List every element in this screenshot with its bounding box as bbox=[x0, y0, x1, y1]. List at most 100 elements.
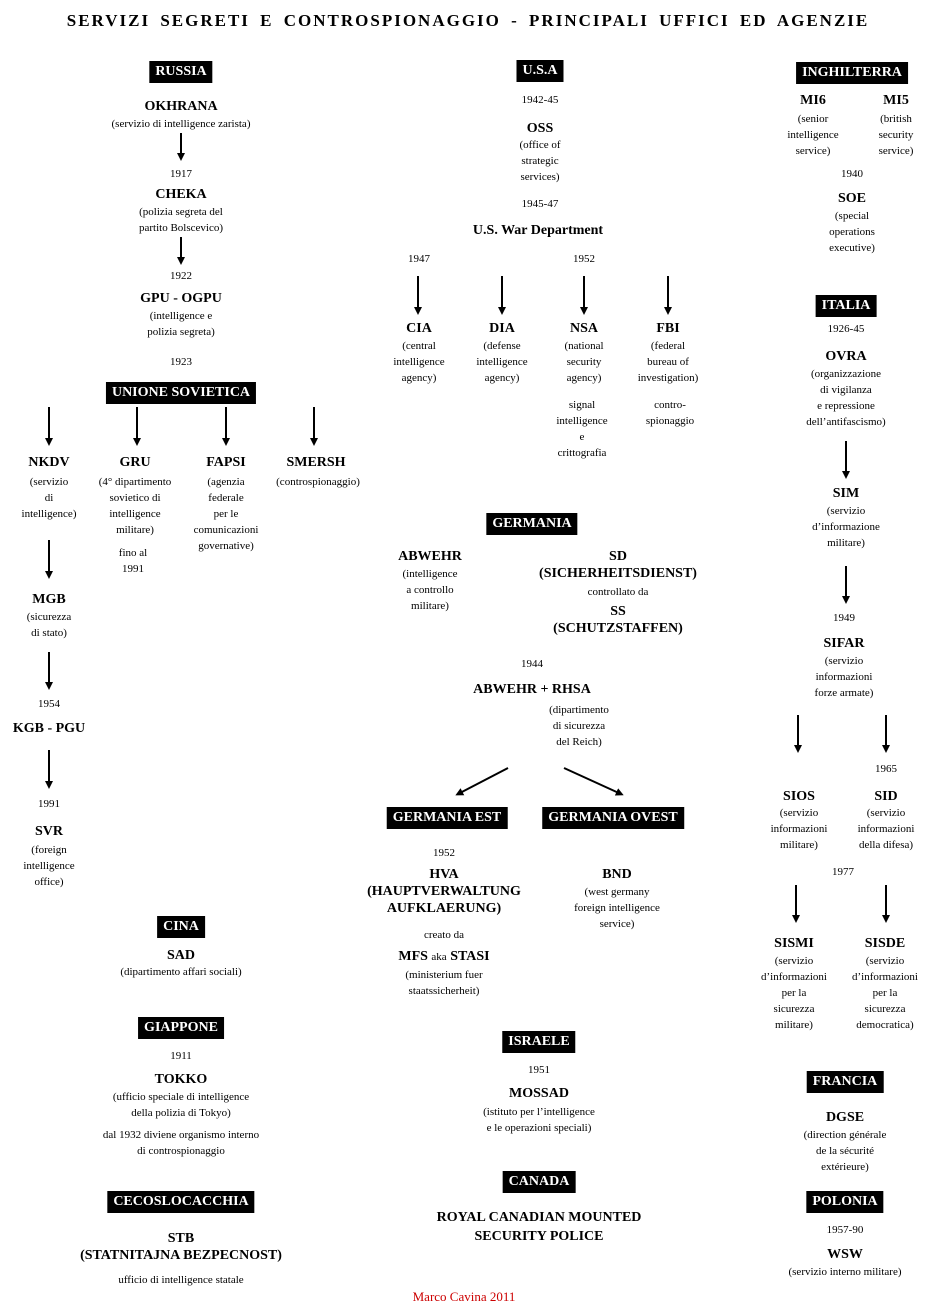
year-1917: 1917 bbox=[170, 168, 192, 180]
header-israele: ISRAELE bbox=[502, 1031, 576, 1053]
node-mfs-stasi: MFS aka STASI bbox=[398, 948, 489, 965]
desc-sifar: (servizio informazioni forze armate) bbox=[814, 655, 874, 699]
desc-cheka: (polizia segreta del partito Bolscevico) bbox=[138, 206, 224, 234]
desc-sad: (dipartimento affari sociali) bbox=[120, 966, 242, 978]
node-cheka: CHEKA bbox=[155, 187, 207, 202]
desc-gru: (4° dipartimento sovietico di intelligen… bbox=[98, 476, 172, 536]
year-1952-est: 1952 bbox=[433, 847, 455, 859]
node-mgb: MGB bbox=[32, 592, 66, 607]
year-1923: 1923 bbox=[170, 356, 192, 368]
desc-sid: (servizio informazioni della difesa) bbox=[857, 807, 915, 851]
year-1945: 1945-47 bbox=[521, 198, 559, 210]
year-1922: 1922 bbox=[170, 270, 192, 282]
desc-sisde: (servizio d’informazioni per la sicurezz… bbox=[852, 955, 918, 1031]
desc-okhrana: (servizio di intelligence zarista) bbox=[111, 118, 251, 130]
node-sismi: SISMI bbox=[774, 936, 814, 951]
header-russia: RUSSIA bbox=[149, 61, 213, 83]
desc-mossad: (istituto per l’intelligence e le operaz… bbox=[483, 1106, 595, 1134]
node-ss: SS (SCHUTZSTAFFEN) bbox=[553, 604, 683, 636]
node-nkdv: NKDV bbox=[28, 455, 70, 470]
node-tokko: TOKKO bbox=[154, 1072, 208, 1087]
desc-fapsi: (agenzia federale per le comunicazioni g… bbox=[193, 476, 259, 552]
desc-smersh: (controspionaggio) bbox=[276, 476, 360, 488]
year-1947: 1947 bbox=[408, 253, 430, 265]
node-sios: SIOS bbox=[783, 789, 815, 804]
desc-bnd: (west germany foreign intelligence servi… bbox=[574, 886, 660, 930]
node-sad: SAD bbox=[166, 948, 196, 963]
note-tokko: dal 1932 diviene organismo interno di co… bbox=[102, 1129, 260, 1157]
node-cia: CIA bbox=[406, 321, 432, 336]
header-usa: U.S.A bbox=[516, 60, 564, 82]
year-1942: 1942-45 bbox=[521, 94, 559, 106]
label-controllato-da: controllato da bbox=[587, 586, 649, 598]
year-1944: 1944 bbox=[521, 658, 543, 670]
label-creato-da: creato da bbox=[424, 929, 464, 941]
desc-gpu: (intelligence e polizia segreta) bbox=[147, 310, 215, 338]
desc-ovra: (organizzazione di vigilanza e repressio… bbox=[806, 368, 886, 428]
year-1940: 1940 bbox=[841, 168, 863, 180]
header-unione-sovietica: UNIONE SOVIETICA bbox=[105, 382, 257, 404]
author-credit: Marco Cavina 2011 bbox=[412, 1289, 516, 1304]
header-canada: CANADA bbox=[502, 1171, 576, 1193]
desc-sim: (servizio d’informazione militare) bbox=[812, 505, 880, 549]
node-okhrana: OKHRANA bbox=[144, 99, 218, 114]
year-1991: 1991 bbox=[38, 798, 60, 810]
desc-fbi: (federal bureau of investigation) bbox=[637, 340, 699, 384]
node-hva: HVA (HAUPTVERWALTUNG AUFKLAERUNG) bbox=[367, 867, 521, 916]
header-cina: CINA bbox=[157, 916, 205, 938]
node-nsa: NSA bbox=[569, 321, 599, 336]
year-1954: 1954 bbox=[38, 698, 60, 710]
note-fbi: contro- spionaggio bbox=[645, 399, 695, 427]
note-nsa: signal intelligence e crittografia bbox=[556, 399, 608, 459]
node-fapsi: FAPSI bbox=[206, 455, 246, 470]
node-sd: SD (SICHERHEITSDIENST) bbox=[539, 549, 697, 581]
desc-dgse: (direction générale de la sécurité extér… bbox=[803, 1129, 887, 1173]
label-aka: aka bbox=[431, 951, 447, 963]
node-svr: SVR bbox=[34, 824, 64, 839]
desc-mi5: (british security service) bbox=[878, 113, 914, 157]
year-1951: 1951 bbox=[528, 1064, 550, 1076]
header-germania: GERMANIA bbox=[486, 513, 578, 535]
node-war-department: U.S. War Department bbox=[472, 223, 604, 238]
desc-oss: (office of strategic services) bbox=[519, 139, 561, 183]
desc-mfs: (ministerium fuer staatssicherheit) bbox=[405, 969, 483, 997]
node-gru: GRU bbox=[119, 455, 151, 470]
desc-mi6: (senior intelligence service) bbox=[787, 113, 839, 157]
node-bnd: BND bbox=[602, 867, 632, 882]
desc-stb: ufficio di intelligence statale bbox=[118, 1274, 244, 1286]
node-sifar: SIFAR bbox=[823, 636, 865, 651]
desc-soe: (special operations executive) bbox=[829, 210, 875, 254]
desc-mgb: (sicurezza di stato) bbox=[26, 611, 72, 639]
desc-sismi: (servizio d’informazioni per la sicurezz… bbox=[761, 955, 827, 1031]
node-rcmp: ROYAL CANADIAN MOUNTED SECURITY POLICE bbox=[436, 1210, 642, 1244]
node-ovra: OVRA bbox=[825, 349, 867, 364]
header-cecoslocacchia: CECOSLOCACCHIA bbox=[107, 1191, 255, 1213]
desc-wsw: (servizio interno militare) bbox=[788, 1266, 902, 1278]
desc-svr: (foreign intelligence office) bbox=[23, 844, 75, 888]
node-dgse: DGSE bbox=[825, 1110, 865, 1125]
arrow-germania-est bbox=[455, 767, 509, 796]
header-germania-ovest: GERMANIA OVEST bbox=[542, 807, 684, 829]
header-inghilterra: INGHILTERRA bbox=[796, 62, 908, 84]
year-1926: 1926-45 bbox=[827, 323, 865, 335]
node-soe: SOE bbox=[837, 191, 867, 206]
node-abwehr: ABWEHR bbox=[398, 549, 462, 564]
node-gpu: GPU - OGPU bbox=[140, 291, 222, 306]
node-wsw: WSW bbox=[827, 1247, 863, 1262]
header-italia: ITALIA bbox=[815, 295, 877, 317]
header-francia: FRANCIA bbox=[806, 1071, 884, 1093]
node-dia: DIA bbox=[489, 321, 515, 336]
year-1957: 1957-90 bbox=[826, 1224, 864, 1236]
node-sim: SIM bbox=[832, 486, 860, 501]
note-gru: fino al 1991 bbox=[118, 547, 148, 575]
desc-nsa: (national security agency) bbox=[564, 340, 604, 384]
node-smersh: SMERSH bbox=[286, 455, 346, 470]
node-mfs: MFS bbox=[398, 949, 428, 964]
node-kgb: KGB - PGU bbox=[12, 721, 86, 736]
year-1911: 1911 bbox=[170, 1050, 192, 1062]
node-sisde: SISDE bbox=[864, 936, 906, 951]
node-mossad: MOSSAD bbox=[509, 1086, 569, 1101]
node-mi5: MI5 bbox=[883, 93, 909, 108]
year-1952-usa: 1952 bbox=[573, 253, 595, 265]
